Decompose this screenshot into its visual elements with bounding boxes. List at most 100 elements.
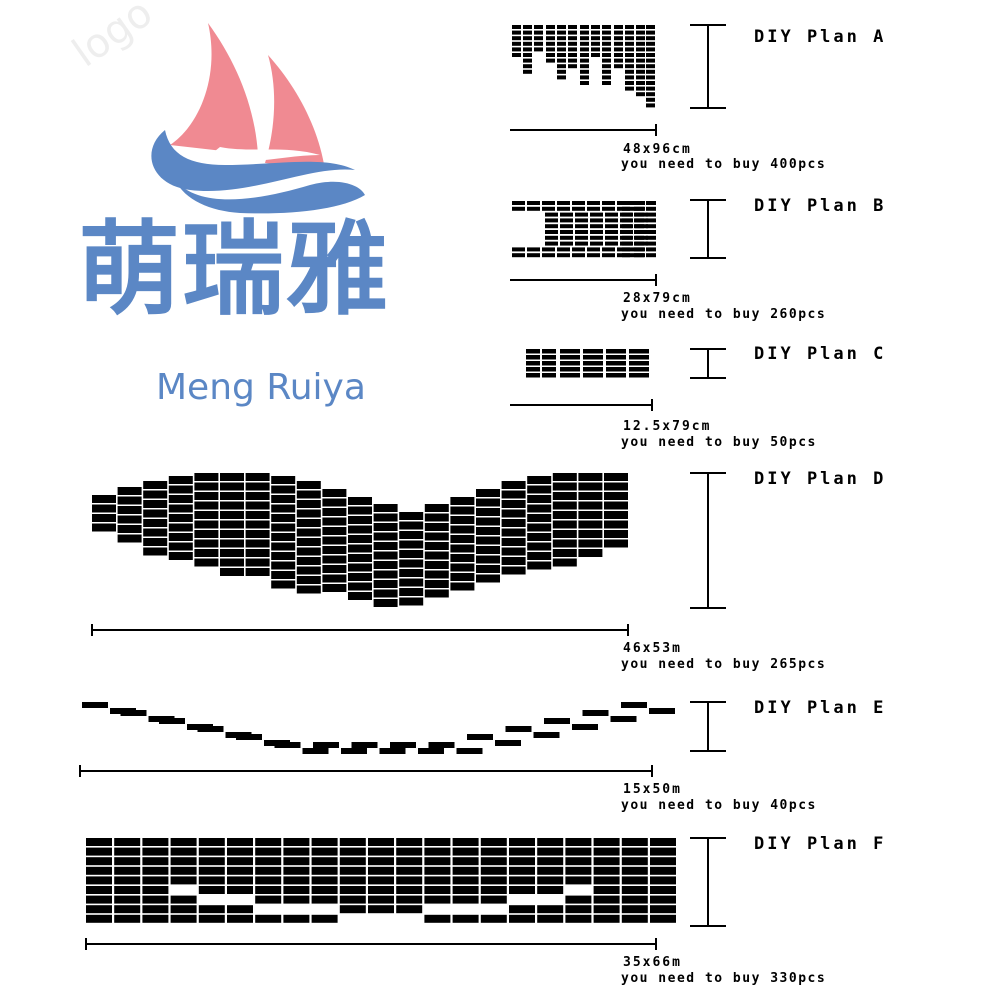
plan-d-tile [348, 554, 372, 562]
plan-d-tile [373, 570, 398, 579]
plan-d-tile [271, 495, 296, 503]
plan-b-tile [575, 224, 588, 229]
plan-a-tile [512, 41, 521, 46]
plan-a-tile [557, 75, 566, 80]
plan-d-tile [322, 489, 347, 497]
plan-a-tile [646, 92, 655, 97]
plan-a-tile [646, 58, 655, 63]
plan-a-tile [614, 64, 623, 69]
plan-f-tile [452, 876, 479, 885]
plan-d-tile [348, 592, 372, 600]
plan-b-tile [542, 247, 555, 252]
plan-f-tile [396, 895, 423, 904]
plan-f-tile [255, 847, 282, 856]
plan-b-layout [512, 201, 656, 258]
plan-d-tile [194, 530, 219, 538]
plan-f-tile [198, 838, 225, 846]
plan-f-tile [170, 895, 197, 904]
plan-c-tile [526, 367, 540, 372]
plan-b-tile [545, 230, 558, 234]
plan-a-tile [625, 86, 634, 91]
plan-f-tile [311, 895, 338, 904]
plan-d-tile [322, 574, 347, 583]
plan-d-tile [296, 557, 321, 565]
plan-c-tile [583, 349, 603, 354]
plan-f-tile [621, 857, 648, 866]
plan-e-tile [533, 732, 560, 738]
plan-d-tile [271, 485, 296, 494]
plan-d-tile [604, 501, 628, 510]
plan-a-tile [523, 41, 532, 46]
plan-f-tile [565, 905, 592, 914]
plan-a-tile [636, 64, 645, 69]
plan-f-tile [424, 876, 451, 885]
plan-f-tile [86, 914, 112, 923]
plan-d-tile [501, 481, 526, 489]
plan-a-tile [636, 92, 645, 97]
plan-d-tile [245, 492, 270, 500]
plan-d-tile [296, 547, 321, 556]
plan-d-tile [348, 516, 372, 524]
plan-b-tile [527, 201, 540, 205]
plan-a-tile [523, 53, 532, 57]
plan-e-tile [197, 726, 224, 732]
plan-f-tile [114, 905, 141, 914]
plan-d-tile [578, 520, 603, 529]
plan-d-tile [92, 514, 116, 522]
plan-f-tile [621, 876, 648, 885]
plan-d-tile [245, 530, 270, 538]
plan-d-tile [527, 514, 552, 522]
plan-b-tile [634, 218, 644, 223]
plan-f-tile [170, 876, 197, 885]
plan-b-tile [634, 253, 644, 258]
plan-f-tile [283, 847, 310, 856]
plan-d-tile [501, 528, 526, 537]
plan-f-tile [142, 905, 169, 914]
plan-f-tile [311, 886, 338, 894]
plan-b-tile [527, 253, 540, 258]
plan-d-tile [296, 566, 321, 575]
plan-d-tile [168, 542, 193, 551]
plan-d-tile [92, 504, 116, 513]
plan-d-tile [373, 551, 398, 560]
plan-f-tile [142, 876, 169, 885]
plan-b-tile [512, 201, 525, 205]
plan-a-tile [512, 53, 521, 57]
plan-a-tile [646, 25, 655, 29]
plan-d-tile [168, 476, 193, 484]
plan-f-tile [227, 876, 253, 885]
plan-d-tile [168, 533, 193, 541]
plan-d-tile [194, 511, 219, 519]
plan-a-tile [636, 58, 645, 63]
plan-f-tile [537, 857, 564, 866]
plan-b-tile [634, 230, 644, 234]
plan-b-note: you need to buy 260pcs [621, 307, 827, 322]
plan-d-tile [271, 533, 296, 541]
plan-d-tile [578, 539, 603, 548]
plan-a-tile [591, 30, 600, 35]
plan-c-tile [542, 349, 556, 354]
plan-a-tile [602, 53, 611, 57]
plan-f-tile [170, 905, 197, 914]
plan-b-tile [602, 201, 615, 205]
plan-d-tile [450, 554, 475, 562]
plan-a-tile [523, 30, 532, 35]
plan-e-tile [120, 710, 147, 716]
plan-d-tile [578, 473, 603, 481]
plan-b-tile [557, 253, 570, 258]
plan-b-tile [545, 235, 558, 240]
plan-d-tile [220, 549, 244, 557]
plan-b-tile [622, 206, 632, 211]
plan-a-tile [614, 41, 623, 46]
plan-a-tile [614, 47, 623, 52]
plan-a-tile [557, 64, 566, 69]
plan-f-tile [509, 914, 535, 923]
plan-f-tile [565, 857, 592, 866]
plan-f-tile [593, 905, 620, 914]
plan-f-tile [480, 914, 507, 923]
plan-f-tile [86, 886, 112, 894]
plan-b-tile [622, 212, 632, 217]
plan-b-tile [622, 253, 632, 258]
plan-f-tile [650, 905, 676, 914]
